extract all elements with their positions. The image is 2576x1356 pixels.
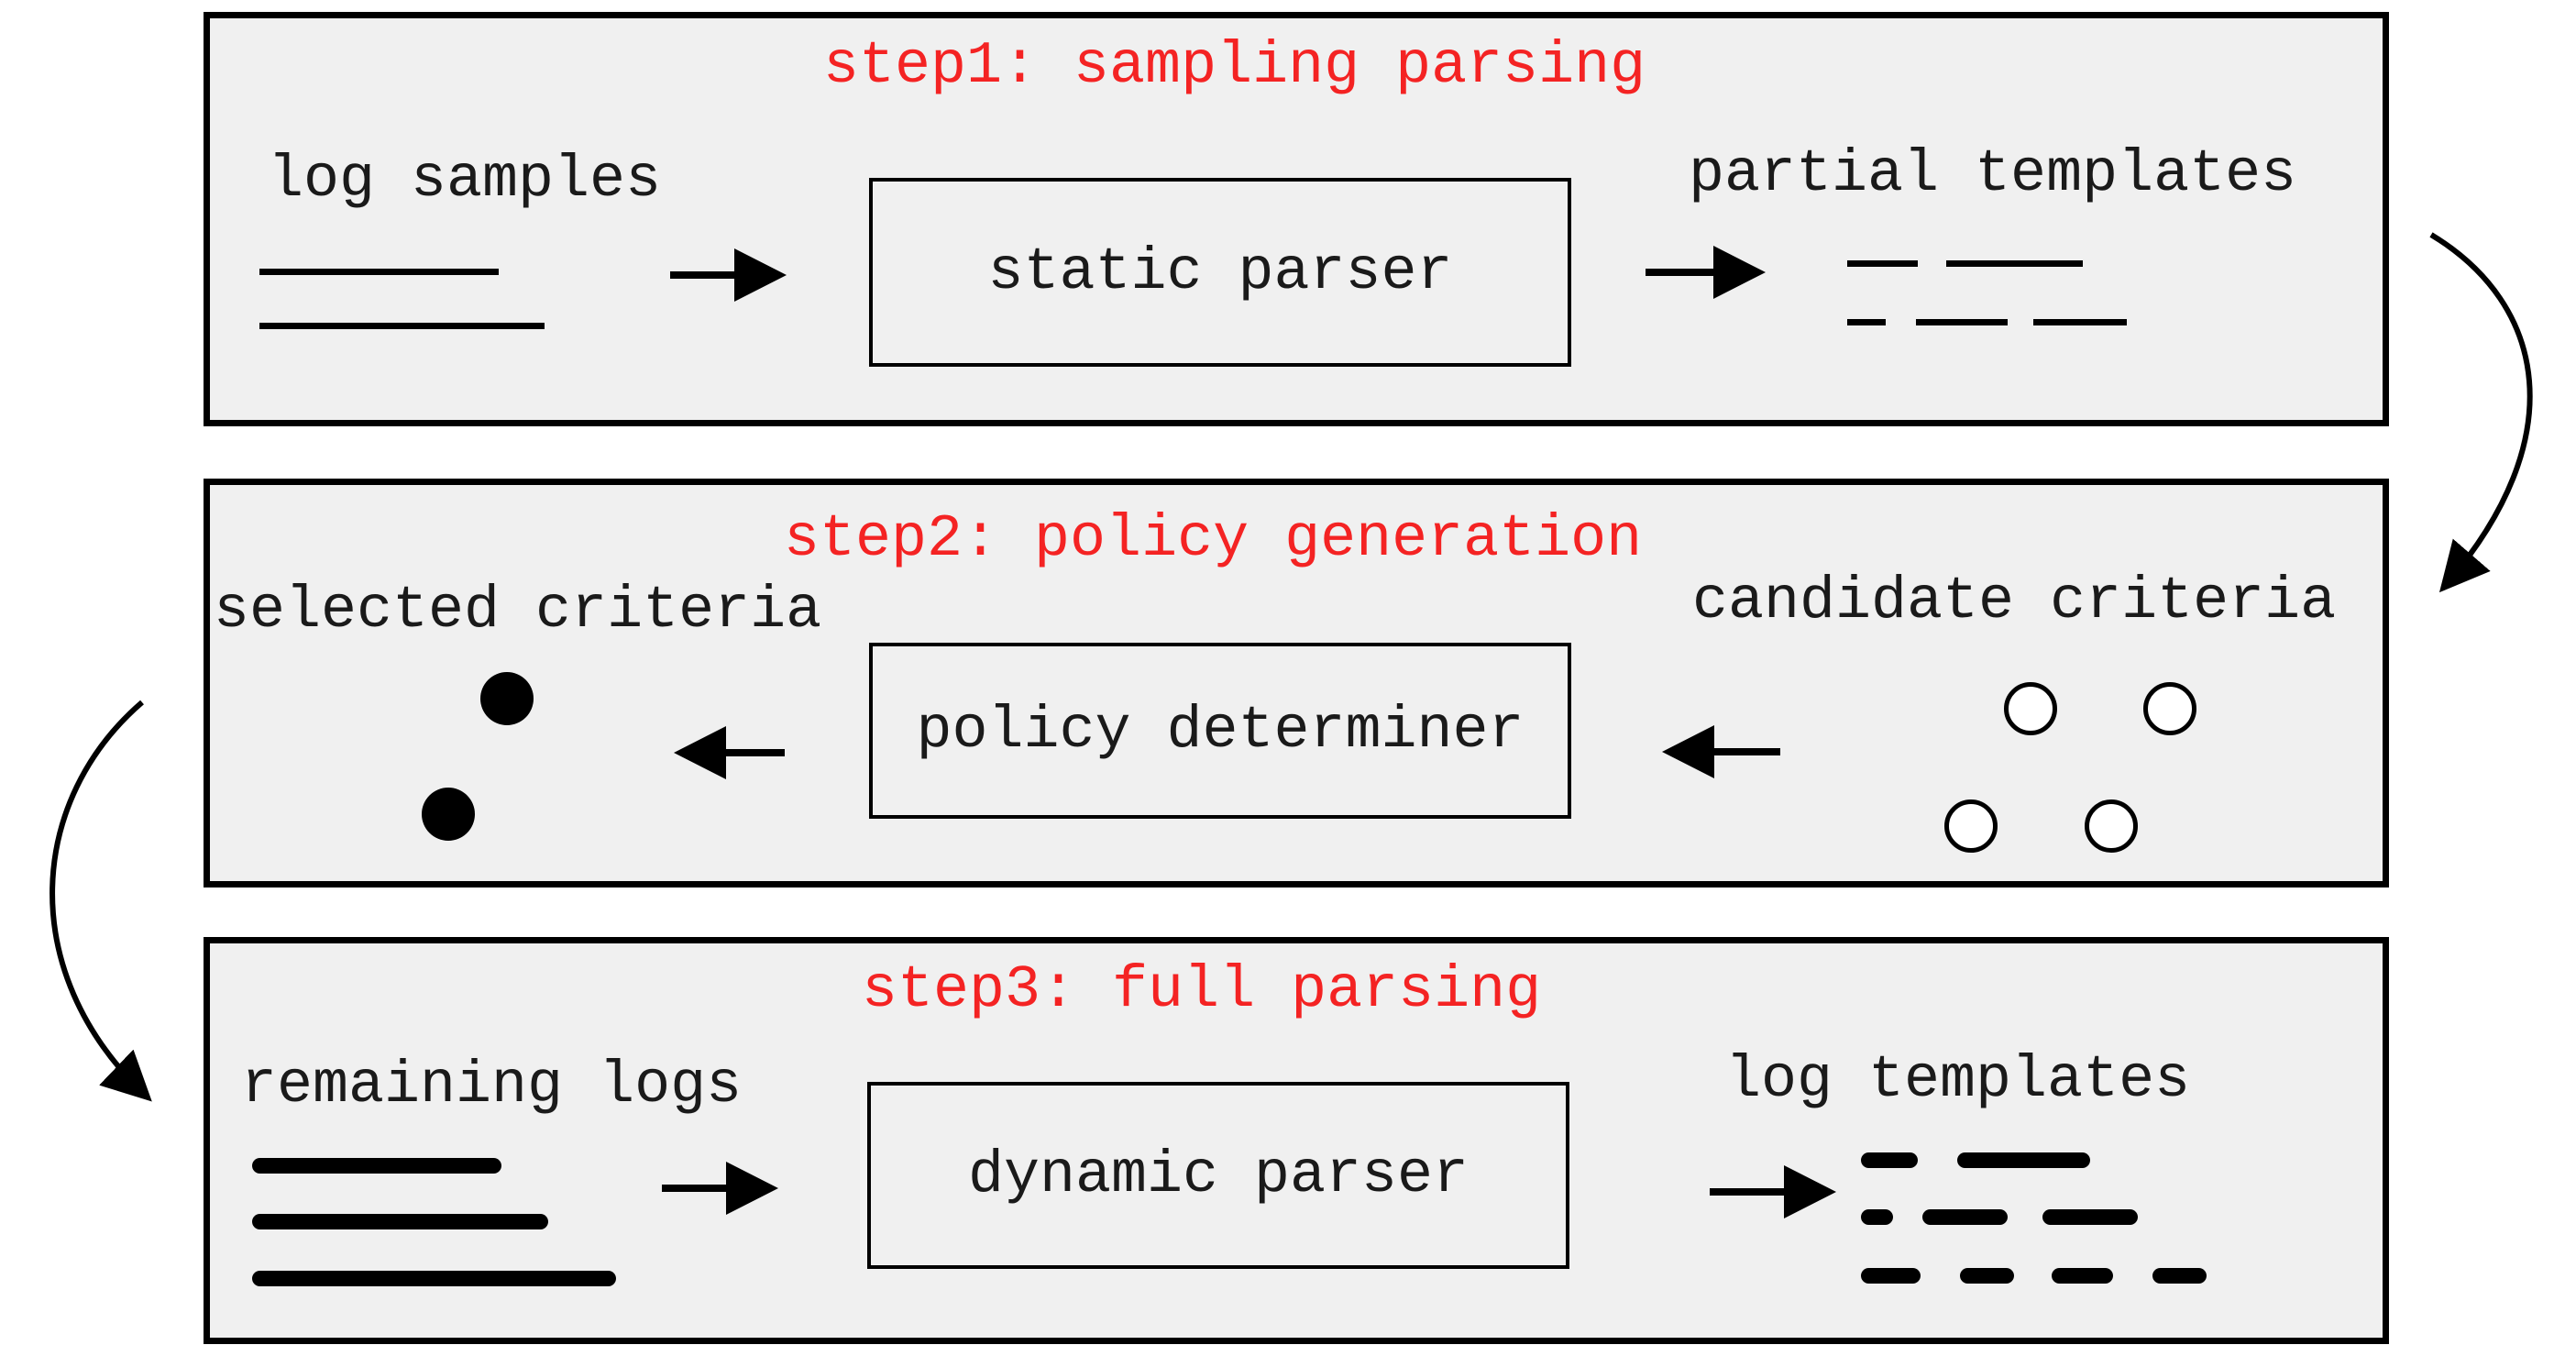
- static-parser-box: static parser: [869, 178, 1571, 367]
- candidate-criterion-circle-icon: [2143, 682, 2196, 735]
- right-arrow-icon: [662, 1162, 778, 1215]
- step2-input-label: candidate criteria: [1692, 568, 2337, 635]
- right-arrow-icon: [1646, 246, 1766, 299]
- dynamic-parser-label: dynamic parser: [967, 1141, 1470, 1209]
- step2-output-label: selected criteria: [214, 577, 822, 645]
- partial-template-line-icon: [1847, 319, 1886, 325]
- remaining-log-bar-icon: [252, 1214, 548, 1229]
- log-template-bar-icon: [1922, 1209, 2008, 1225]
- step1-output-label: partial templates: [1689, 140, 2297, 208]
- policy-determiner-label: policy determiner: [916, 697, 1525, 765]
- step1-input-label: log samples: [268, 146, 662, 214]
- log-template-bar-icon: [2152, 1268, 2207, 1284]
- selected-criterion-dot-icon: [480, 672, 534, 725]
- static-parser-label: static parser: [987, 238, 1453, 306]
- partial-template-line-icon: [1916, 319, 2008, 325]
- step1-to-step2-curved-arrow-icon: [2429, 232, 2533, 593]
- remaining-log-bar-icon: [252, 1158, 501, 1174]
- step3-output-label: log templates: [1725, 1046, 2191, 1114]
- log-template-bar-icon: [2052, 1268, 2113, 1284]
- dynamic-parser-box: dynamic parser: [867, 1082, 1569, 1269]
- log-template-bar-icon: [1960, 1268, 2014, 1284]
- log-template-bar-icon: [2042, 1209, 2138, 1225]
- right-arrow-icon: [1710, 1165, 1836, 1218]
- log-sample-line-icon: [259, 323, 545, 329]
- partial-template-line-icon: [1946, 260, 2083, 267]
- policy-determiner-box: policy determiner: [869, 643, 1571, 819]
- left-arrow-icon: [674, 726, 785, 779]
- step2-title: step2: policy generation: [784, 505, 1643, 573]
- candidate-criterion-circle-icon: [2004, 682, 2057, 735]
- candidate-criterion-circle-icon: [2085, 799, 2138, 853]
- log-sample-line-icon: [259, 269, 499, 275]
- selected-criterion-dot-icon: [422, 788, 475, 841]
- step2-to-step3-curved-arrow-icon: [50, 700, 152, 1102]
- partial-template-line-icon: [2033, 319, 2127, 325]
- remaining-log-bar-icon: [252, 1271, 616, 1286]
- candidate-criterion-circle-icon: [1944, 799, 1998, 853]
- left-arrow-icon: [1662, 725, 1780, 778]
- log-template-bar-icon: [1957, 1152, 2090, 1168]
- log-template-bar-icon: [1861, 1209, 1893, 1225]
- log-template-bar-icon: [1861, 1152, 1918, 1168]
- right-arrow-icon: [670, 248, 787, 302]
- step3-title: step3: full parsing: [862, 956, 1542, 1024]
- step3-input-label: remaining logs: [241, 1052, 743, 1119]
- step1-title: step1: sampling parsing: [823, 32, 1646, 100]
- log-template-bar-icon: [1861, 1268, 1921, 1284]
- partial-template-line-icon: [1847, 260, 1918, 267]
